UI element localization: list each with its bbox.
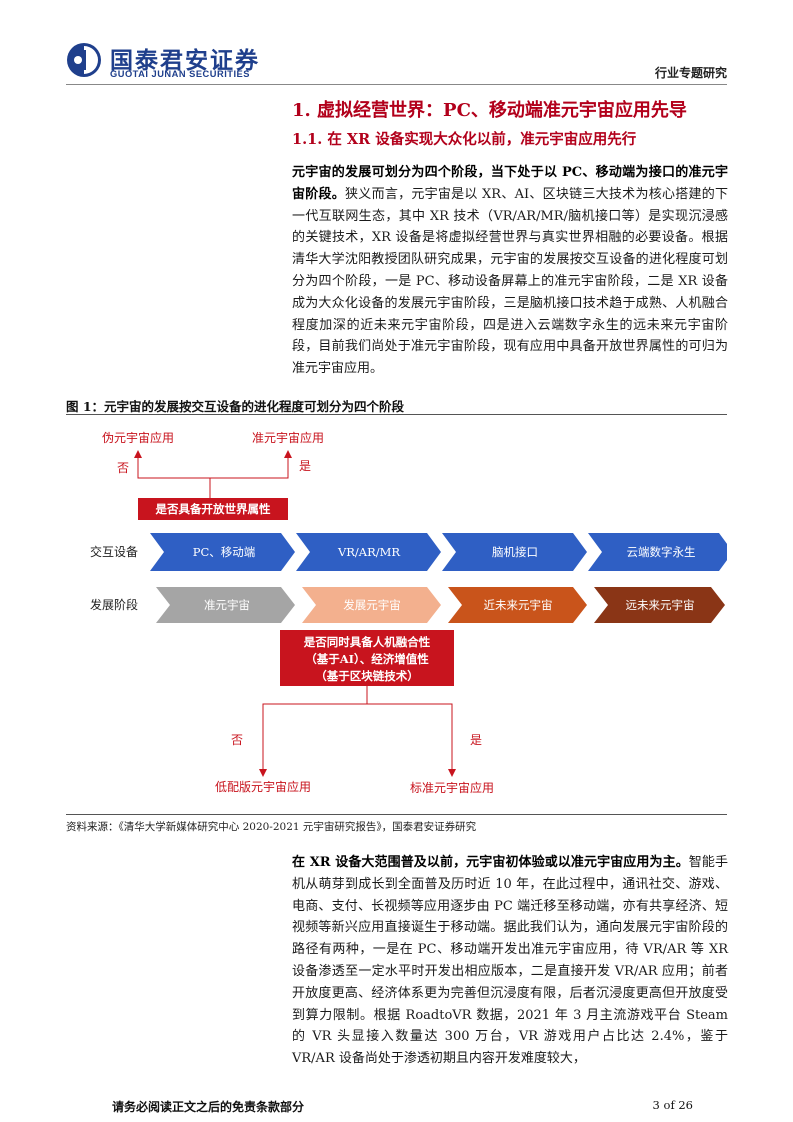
device-label-4: 云端数字永生 (627, 545, 696, 559)
paragraph-lead: 在 XR 设备大范围普及以前，元宇宙初体验或以准元宇宙应用为主。 (292, 855, 689, 870)
row-label-devices: 交互设备 (90, 544, 138, 559)
low-spec-metaverse-result: 低配版元宇宙应用 (215, 779, 311, 794)
row-label-stages: 发展阶段 (90, 597, 138, 612)
logo-text-en: GUOTAI JUNAN SECURITIES (110, 69, 250, 79)
top-no-label: 否 (117, 461, 129, 475)
stage-chevron-4 (594, 587, 725, 623)
device-chevron-2 (296, 533, 441, 571)
open-world-question-text: 是否具备开放世界属性 (155, 502, 271, 516)
device-label-3: 脑机接口 (492, 545, 538, 559)
stage-chevron-1 (156, 587, 295, 623)
stage-chevron-3 (448, 587, 587, 623)
figure-bottom-rule (66, 814, 727, 815)
bottom-no-label: 否 (231, 733, 243, 747)
paragraph-lead: 元宇宙的发展可划分为四个阶段，当下处于以 PC、移动端为接口的准元宇宙阶段。 (292, 165, 728, 202)
device-label-1: PC、移动端 (193, 545, 256, 559)
section-heading: 1. 虚拟经营世界：PC、移动端准元宇宙应用先导 (292, 100, 687, 121)
figure-title: 图 1：元宇宙的发展按交互设备的进化程度可划分为四个阶段 (66, 399, 405, 414)
report-type: 行业专题研究 (654, 66, 727, 80)
device-chevron-3 (442, 533, 587, 571)
standard-metaverse-result: 标准元宇宙应用 (410, 780, 494, 795)
top-branch-right-line (210, 450, 292, 479)
fusion-question-line-1: 是否同时具备人机融合性 (303, 635, 431, 649)
top-yes-label: 是 (299, 459, 311, 473)
stage-label-2: 发展元宇宙 (343, 598, 401, 612)
bottom-branch-left-line (259, 686, 368, 777)
bottom-branch-right-line (367, 703, 456, 777)
paragraph-stages: 元宇宙的发展可划分为四个阶段，当下处于以 PC、移动端为接口的准元宇宙阶段。狭义… (292, 162, 728, 380)
open-world-question-box (138, 498, 288, 520)
pseudo-metaverse-result: 伪元宇宙应用 (102, 430, 174, 445)
company-logo: 国泰君安证券 GUOTAI JUNAN SECURITIES (66, 40, 280, 82)
fusion-question-line-2: （基于AI）、经济增值性 (305, 652, 429, 666)
stage-label-4: 远未来元宇宙 (626, 598, 695, 612)
footer-disclaimer: 请务必阅读正文之后的免责条款部分 (112, 1100, 305, 1114)
quasi-metaverse-result: 准元宇宙应用 (252, 430, 324, 445)
bottom-yes-label: 是 (470, 733, 482, 747)
stage-flow-diagram: 伪元宇宙应用 准元宇宙应用 否 是 是否具备开放世界属性 交互设备 发展阶段 P… (90, 430, 727, 795)
paragraph-quasi-first: 在 XR 设备大范围普及以前，元宇宙初体验或以准元宇宙应用为主。智能手机从萌芽到… (292, 852, 728, 1070)
top-branch-left-line (134, 450, 211, 498)
fusion-question-box (280, 630, 454, 686)
header-divider (66, 84, 727, 85)
stage-chevron-2 (302, 587, 441, 623)
logo-text-cn: 国泰君安证券 (110, 48, 260, 74)
device-chevron-1 (150, 533, 295, 571)
subsection-heading: 1.1. 在 XR 设备实现大众化以前，准元宇宙应用先行 (292, 131, 637, 148)
figure-source: 资料来源：《清华大学新媒体研究中心 2020-2021 元宇宙研究报告》，国泰君… (66, 821, 477, 833)
paragraph-body: 狭义而言，元宇宙是以 XR、AI、区块链三大技术为核心搭建的下一代互联网生态，其… (292, 186, 728, 377)
logo-mark-icon (67, 43, 101, 77)
figure-top-rule (66, 414, 727, 415)
device-chevron-4 (588, 533, 727, 571)
stage-label-3: 近未来元宇宙 (484, 598, 553, 612)
page-number: 3 of 26 (652, 1098, 693, 1112)
stage-label-1: 准元宇宙 (204, 598, 250, 612)
device-label-2: VR/AR/MR (337, 545, 400, 559)
fusion-question-line-3: （基于区块链技术） (315, 669, 419, 683)
paragraph-body: 智能手机从萌芽到成长到全面普及历时近 10 年，在此过程中，通讯社交、游戏、电商… (292, 855, 728, 1067)
